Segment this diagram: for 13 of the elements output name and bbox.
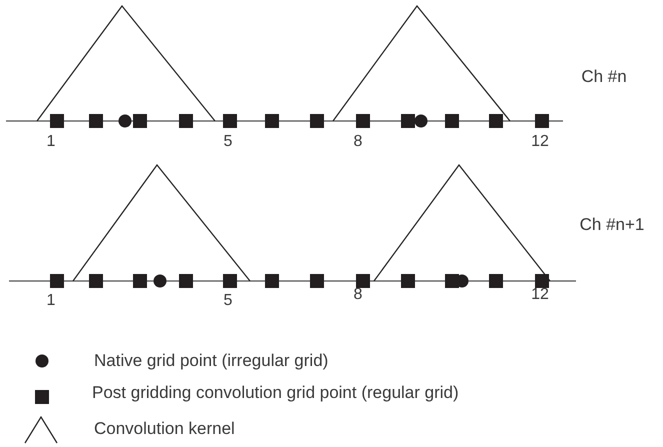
channel-label: Ch #n+1 <box>580 216 644 234</box>
tick-label: 5 <box>224 133 232 151</box>
tick-label: 1 <box>46 133 56 151</box>
tick-label: 8 <box>354 286 362 304</box>
tick-label: 12 <box>531 286 549 304</box>
channel-label: Ch #n <box>581 68 627 86</box>
legend-text: Post gridding convolution grid point (regular grid) <box>92 383 459 403</box>
tick-label: 8 <box>354 133 362 151</box>
legend-text: Native grid point (irregular grid) <box>94 351 328 371</box>
tick-label: 5 <box>224 292 232 310</box>
tick-label: 12 <box>531 133 549 151</box>
tick-label: 1 <box>46 292 56 310</box>
legend-text: Convolution kernel <box>94 419 235 439</box>
